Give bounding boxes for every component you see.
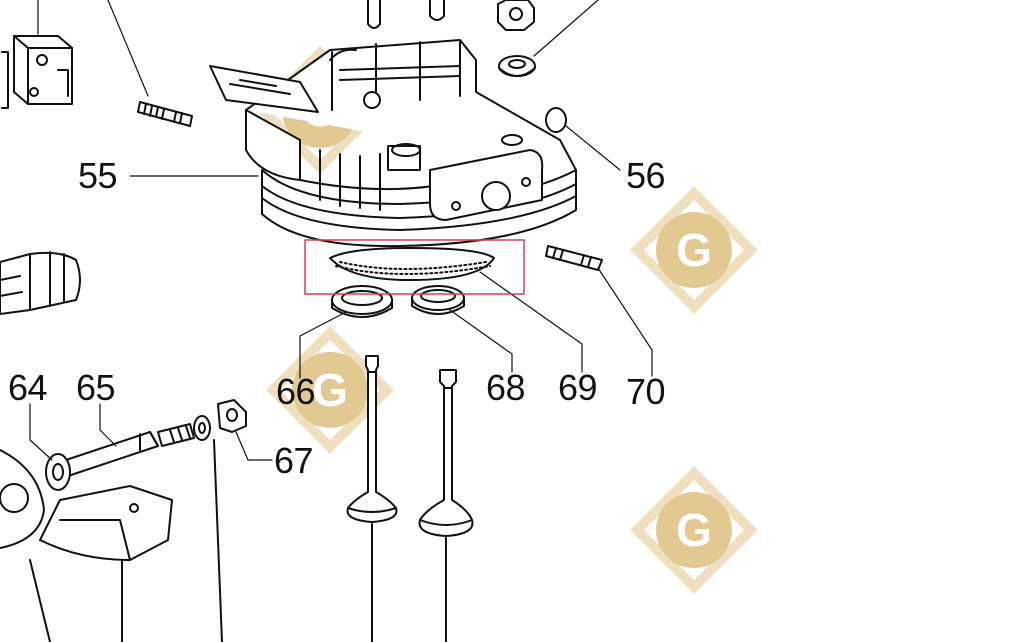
leader-line-70	[597, 267, 653, 377]
callout-67: 67	[274, 440, 314, 481]
callout-66: 66	[276, 371, 316, 412]
leader-line-56	[565, 125, 621, 171]
leader-line-67	[235, 431, 273, 461]
callout-70: 70	[626, 371, 666, 412]
leader-line-69	[479, 271, 583, 373]
valve-intake	[346, 355, 398, 642]
valve-seat-ring-66	[331, 285, 393, 318]
leader-lines	[29, 0, 653, 461]
stud-left	[137, 101, 193, 127]
leader-line	[29, 559, 51, 642]
crankshaft-fragment	[0, 251, 81, 315]
callout-56: 56	[626, 155, 666, 196]
highlight-box	[304, 239, 525, 295]
rocker-shaft-assembly	[0, 399, 247, 561]
callout-64: 64	[8, 367, 48, 408]
watermark-logo	[630, 186, 758, 314]
leader-line-66	[299, 311, 347, 379]
bracket-part	[1, 35, 73, 109]
leader-line-64	[29, 403, 53, 461]
leader-line-65	[99, 403, 117, 447]
watermark-logo	[630, 466, 758, 594]
cylinder-head	[209, 39, 577, 248]
callout-69: 69	[558, 367, 598, 408]
head-gasket	[329, 247, 495, 281]
top-small-parts	[367, 0, 567, 133]
leader-line-68	[449, 309, 513, 373]
leader-line-stud-left	[107, 0, 149, 97]
callout-55: 55	[78, 155, 118, 196]
valve-seat-ring-68	[411, 285, 465, 315]
callout-65: 65	[76, 367, 116, 408]
leader-line	[213, 439, 223, 642]
callout-68: 68	[486, 367, 526, 408]
leader-line-washer	[533, 0, 599, 57]
stud-right	[545, 245, 603, 271]
valve-exhaust	[418, 369, 474, 642]
